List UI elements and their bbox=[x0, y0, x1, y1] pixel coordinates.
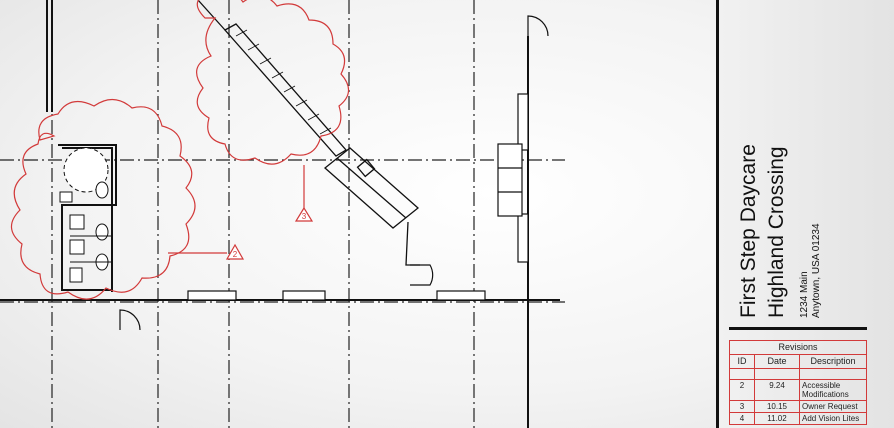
revision-id: 4 bbox=[729, 412, 755, 425]
revisions-table: Revisions ID Date Description 2 9.24 Acc… bbox=[729, 340, 867, 425]
revision-row: 2 9.24 Accessible Modifications bbox=[729, 379, 867, 401]
address-line-2: Anytown, USA 01234 bbox=[811, 223, 822, 318]
revision-tag-2-label: 2 bbox=[233, 250, 238, 259]
revision-description: Add Vision Lites bbox=[799, 412, 867, 425]
revisions-title: Revisions bbox=[729, 340, 867, 355]
revision-description: Owner Request bbox=[799, 400, 867, 413]
restroom-fixtures bbox=[59, 147, 112, 283]
column-header-id: ID bbox=[729, 354, 755, 369]
revision-date: 11.02 bbox=[754, 412, 800, 425]
project-subtitle: Highland Crossing bbox=[765, 146, 788, 318]
floor-plan: 3 2 bbox=[0, 0, 565, 428]
column-header-date: Date bbox=[754, 354, 800, 369]
grid-lines bbox=[0, 0, 565, 428]
revision-leaders bbox=[168, 165, 305, 254]
doors bbox=[119, 15, 549, 331]
title-block: First Step Daycare Highland Crossing 123… bbox=[716, 0, 894, 428]
revision-id: 3 bbox=[729, 400, 755, 413]
revision-id: 2 bbox=[729, 379, 755, 401]
revision-row: 3 10.15 Owner Request bbox=[729, 400, 867, 413]
address-line-1: 1234 Main bbox=[799, 271, 810, 318]
title-rule bbox=[729, 327, 867, 330]
project-name: First Step Daycare bbox=[737, 144, 760, 318]
revision-tag-3-label: 3 bbox=[302, 212, 307, 221]
revision-clouds bbox=[10, 0, 350, 300]
windows bbox=[187, 290, 486, 301]
walls bbox=[0, 0, 560, 428]
revision-row: 4 11.02 Add Vision Lites bbox=[729, 412, 867, 425]
revision-description: Accessible Modifications bbox=[799, 379, 867, 401]
revision-tag-2: 2 bbox=[225, 243, 245, 260]
revision-tag-3: 3 bbox=[294, 206, 314, 222]
revision-date: 9.24 bbox=[754, 379, 800, 401]
column-header-description: Description bbox=[799, 354, 867, 369]
stair bbox=[197, 0, 420, 266]
wall-windows bbox=[497, 93, 529, 263]
revision-date: 10.15 bbox=[754, 400, 800, 413]
